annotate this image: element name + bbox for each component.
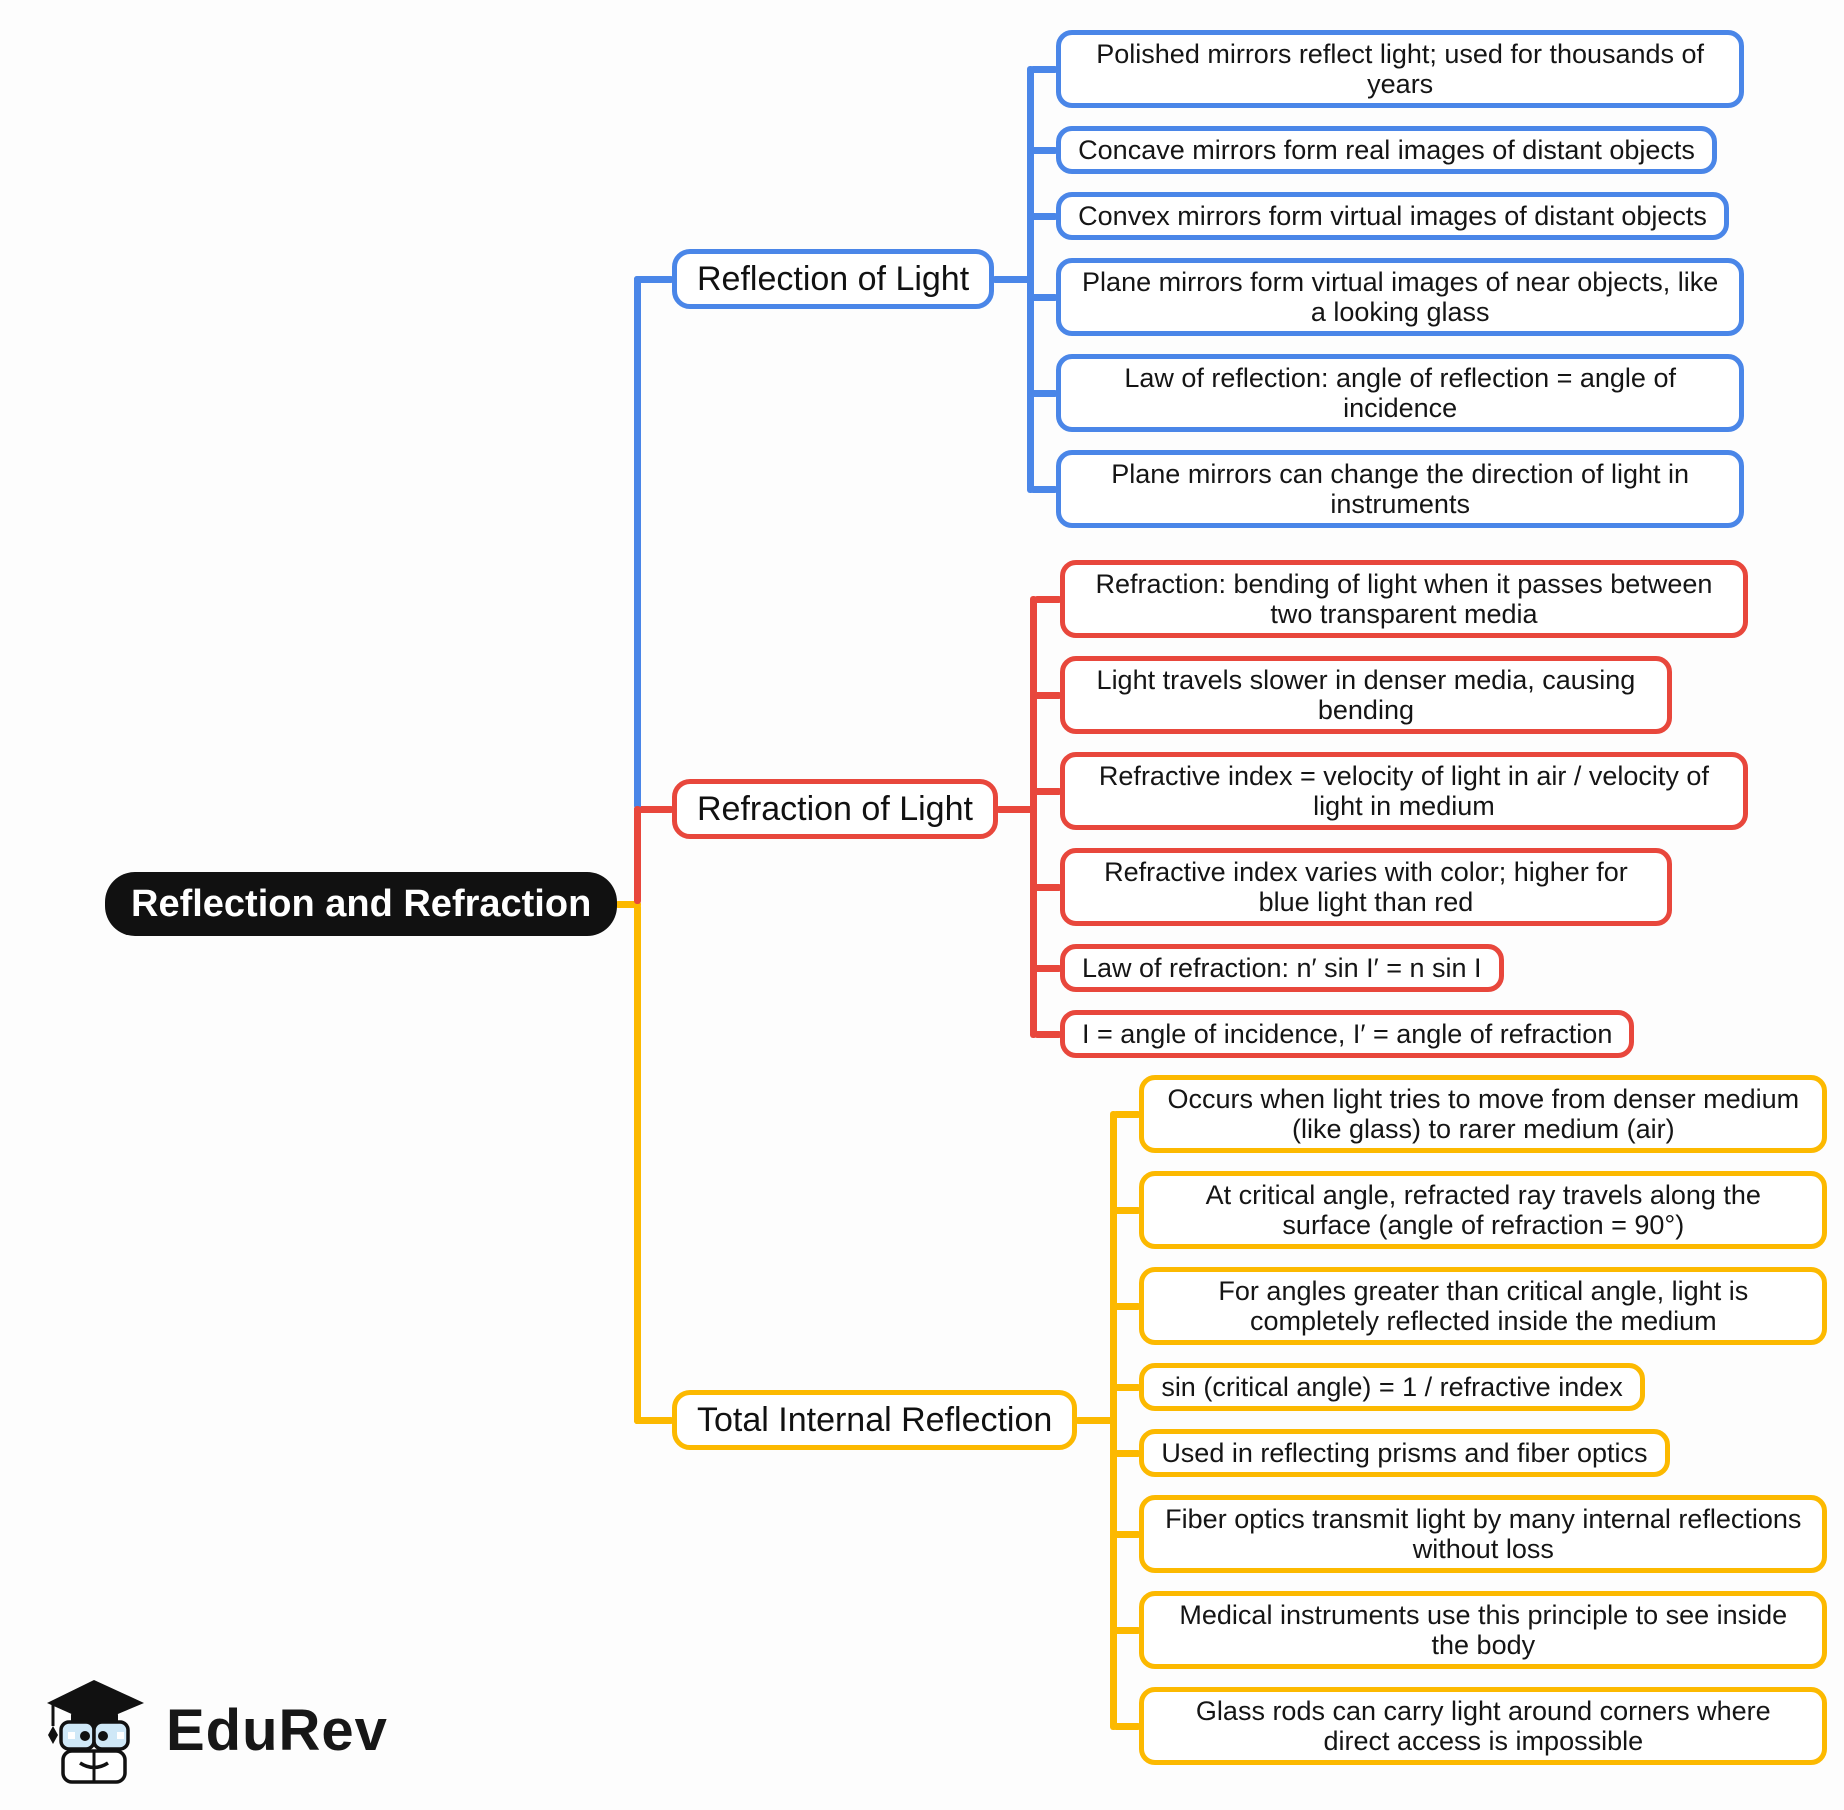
connector-line: [1030, 65, 1059, 73]
connector-line: [1113, 1530, 1142, 1538]
connector-line: [1113, 1626, 1142, 1634]
leaf-note: At critical angle, refracted ray travels…: [1139, 1171, 1828, 1249]
leaf-note: Plane mirrors can change the direction o…: [1056, 450, 1745, 528]
connector-line: [615, 900, 641, 908]
branch-label: Refraction of Light: [697, 790, 973, 828]
connector-line: [995, 805, 1038, 813]
leaf-note: Law of refraction: n′ sin I′ = n sin I: [1059, 944, 1504, 992]
leaf-note: sin (critical angle) = 1 / refractive in…: [1139, 1363, 1645, 1411]
leaf-list-reflection: Polished mirrors reflect light; used for…: [1056, 30, 1745, 528]
connector-line: [1030, 389, 1059, 397]
leaf-note: Law of reflection: angle of reflection =…: [1056, 354, 1745, 432]
connector-line: [1030, 293, 1059, 301]
branch-node-reflection-of-light: Reflection of Light: [672, 249, 995, 309]
leaf-note: Refractive index = velocity of light in …: [1059, 752, 1748, 830]
connector-line: [1113, 1206, 1142, 1214]
leaf-note: Refractive index varies with color; high…: [1059, 848, 1672, 926]
connector-line: [1113, 1383, 1142, 1391]
branch-label: Total Internal Reflection: [697, 1401, 1053, 1439]
root-label: Reflection and Refraction: [131, 883, 592, 925]
leaf-note: I = angle of incidence, I′ = angle of re…: [1059, 1010, 1635, 1058]
branch-node-total-internal-reflection: Total Internal Reflection: [672, 1390, 1078, 1450]
leaf-note: Glass rods can carry light around corner…: [1139, 1687, 1828, 1765]
connector-line: [1113, 1722, 1142, 1730]
connector-line: [1033, 883, 1062, 891]
connector-line: [1030, 595, 1038, 1038]
connector-line: [1075, 1416, 1117, 1424]
connector-line: [1030, 485, 1059, 493]
branch-refraction-of-light: Refraction of Light Refraction: bending …: [672, 560, 1748, 1058]
connector-line: [1033, 964, 1062, 972]
connector-line: [1113, 1110, 1142, 1118]
connector-line: [1113, 1449, 1142, 1457]
connector-line: [633, 275, 641, 809]
connector-line: [633, 904, 641, 1424]
branch-label: Reflection of Light: [697, 260, 970, 298]
connector-line: [633, 1416, 674, 1424]
branch-reflection-of-light: Reflection of Light Polished mirrors ref…: [672, 30, 1745, 528]
root-node: Reflection and Refraction: [105, 872, 618, 936]
connector-line: [1033, 1030, 1062, 1038]
connector-line: [992, 275, 1034, 283]
leaf-note: Refraction: bending of light when it pas…: [1059, 560, 1748, 638]
connector-line: [633, 805, 641, 904]
leaf-list-refraction: Refraction: bending of light when it pas…: [1059, 560, 1748, 1058]
connector-line: [1113, 1302, 1142, 1310]
connector-line: [1030, 146, 1059, 154]
edurev-logo-text: EduRev: [166, 1697, 388, 1763]
connector-line: [1033, 691, 1062, 699]
leaf-list-total-internal-reflection: Occurs when light tries to move from den…: [1139, 1075, 1828, 1765]
leaf-note: Fiber optics transmit light by many inte…: [1139, 1495, 1828, 1573]
leaf-note: Plane mirrors form virtual images of nea…: [1056, 258, 1745, 336]
leaf-note: Occurs when light tries to move from den…: [1139, 1075, 1828, 1153]
branch-total-internal-reflection: Total Internal Reflection Occurs when li…: [672, 1075, 1828, 1765]
leaf-note: Medical instruments use this principle t…: [1139, 1591, 1828, 1669]
leaf-note: Light travels slower in denser media, ca…: [1059, 656, 1672, 734]
connector-line: [1033, 787, 1062, 795]
connector-line: [1030, 212, 1059, 220]
leaf-note: For angles greater than critical angle, …: [1139, 1267, 1828, 1345]
leaf-note: Convex mirrors form virtual images of di…: [1056, 192, 1729, 240]
edurev-logo: EduRev: [38, 1672, 388, 1788]
connector-line: [633, 805, 674, 813]
connector-line: [1033, 595, 1062, 603]
edurev-mascot-icon: [47, 1680, 144, 1784]
connector-line: [633, 275, 674, 283]
leaf-note: Used in reflecting prisms and fiber opti…: [1139, 1429, 1670, 1477]
leaf-note: Polished mirrors reflect light; used for…: [1056, 30, 1745, 108]
branch-node-refraction-of-light: Refraction of Light: [672, 779, 998, 839]
leaf-note: Concave mirrors form real images of dist…: [1056, 126, 1717, 174]
